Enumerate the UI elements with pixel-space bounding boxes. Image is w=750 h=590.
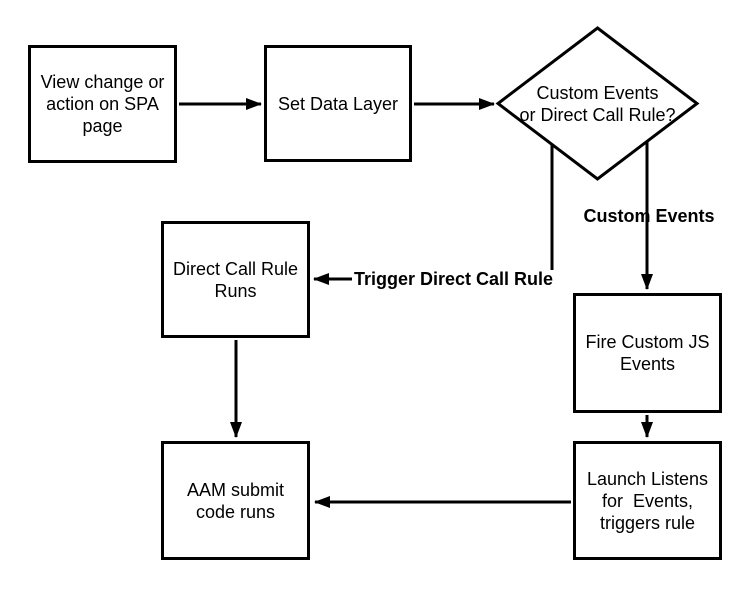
node-view-change-label: View change or action on SPA page <box>40 72 165 136</box>
node-direct-call-rule-runs: Direct Call Rule Runs <box>161 221 310 338</box>
node-fire-custom-js-events: Fire Custom JS Events <box>573 293 722 413</box>
node-decision-label: Custom Events or Direct Call Rule? <box>519 82 676 125</box>
node-aam-submit-code-runs: AAM submit code runs <box>161 441 310 560</box>
node-direct-call-rule-runs-label: Direct Call Rule Runs <box>172 258 299 301</box>
node-launch-listens: Launch Listens for Events, triggers rule <box>573 441 722 560</box>
node-set-data-layer-label: Set Data Layer <box>277 93 399 114</box>
node-view-change: View change or action on SPA page <box>28 45 177 163</box>
node-aam-submit-code-runs-label: AAM submit code runs <box>186 479 285 522</box>
node-set-data-layer: Set Data Layer <box>264 45 412 162</box>
node-fire-custom-js-events-label: Fire Custom JS Events <box>585 332 710 374</box>
edge-label-custom-events: Custom Events <box>583 206 715 226</box>
node-launch-listens-label: Launch Listens for Events, triggers rule <box>586 468 709 533</box>
edge-label-trigger-direct-call-rule: Trigger Direct Call Rule <box>354 269 554 289</box>
node-decision: Custom Events or Direct Call Rule? <box>498 28 697 179</box>
decision-diamond-shape <box>495 26 700 181</box>
